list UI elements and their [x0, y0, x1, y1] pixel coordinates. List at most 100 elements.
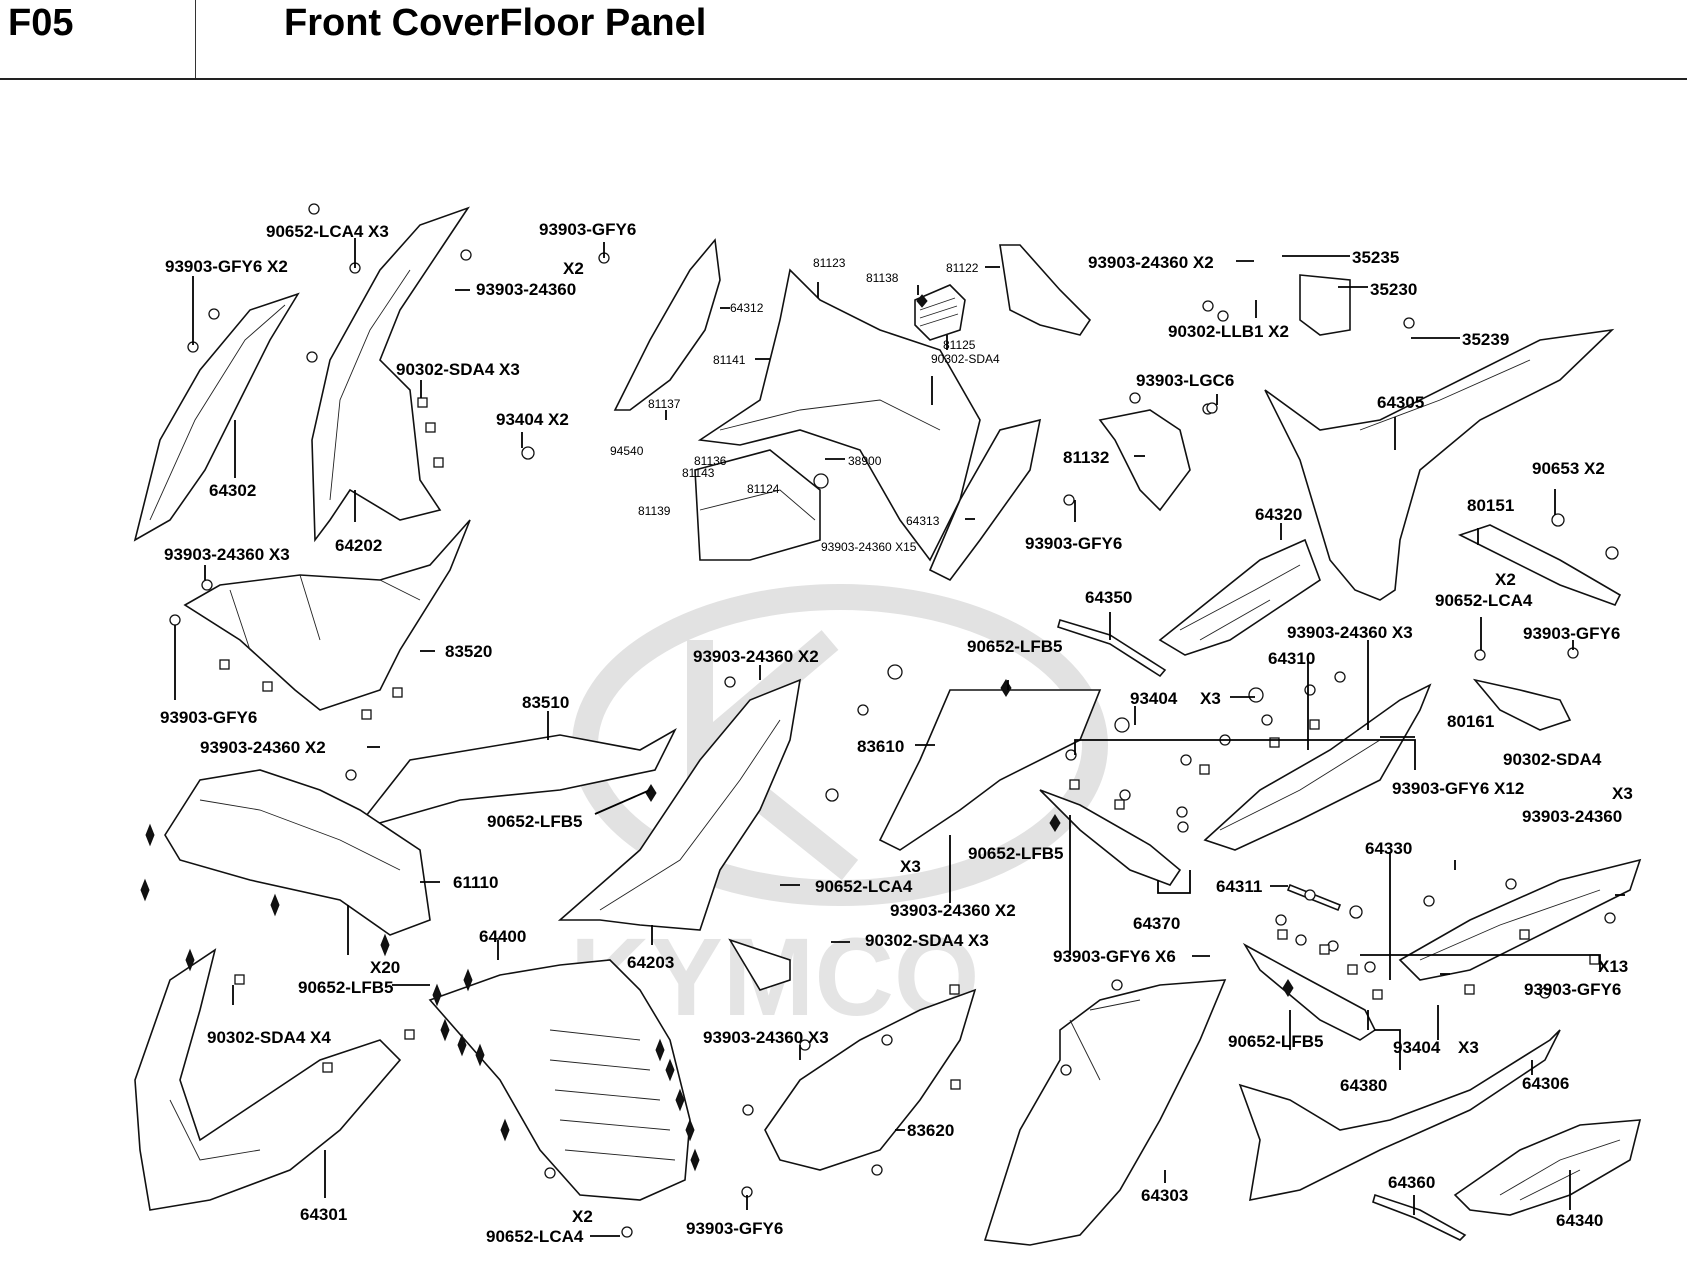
- label-64330[interactable]: 64330: [1365, 839, 1412, 858]
- label-64302[interactable]: 64302: [209, 481, 256, 500]
- label-93903-24360-x3-bottom[interactable]: 93903-24360 X3: [703, 1028, 829, 1047]
- part-83520[interactable]: [183, 519, 471, 711]
- label-90302-sda4-x3-center[interactable]: 90302-SDA4 X3: [865, 931, 989, 950]
- label-83610[interactable]: 83610: [857, 737, 904, 756]
- label-64306[interactable]: 64306: [1522, 1074, 1569, 1093]
- label-93404-x3-b[interactable]: 93404: [1393, 1038, 1441, 1057]
- label-93903-24360-x3-left[interactable]: 93903-24360 X3: [164, 545, 290, 564]
- label-90652-lca4-bottom[interactable]: 90652-LCA4: [486, 1227, 584, 1246]
- label-93903-gfy6-x6[interactable]: 93903-GFY6 X6: [1053, 947, 1176, 966]
- label-64301[interactable]: 64301: [300, 1205, 347, 1224]
- part-81141[interactable]: [697, 268, 981, 562]
- part-80151[interactable]: [1457, 524, 1622, 606]
- label-81125[interactable]: 81125: [943, 338, 976, 352]
- part-35230[interactable]: [1299, 274, 1351, 336]
- label-64370[interactable]: 64370: [1133, 914, 1180, 933]
- label-83510[interactable]: 83510: [522, 693, 569, 712]
- label-64380[interactable]: 64380: [1340, 1076, 1387, 1095]
- label-64203[interactable]: 64203: [627, 953, 674, 972]
- label-93903-gfy6-mid[interactable]: 93903-GFY6: [1025, 534, 1122, 553]
- label-35230[interactable]: 35230: [1370, 280, 1417, 299]
- label-93903-24360-x3-right[interactable]: 93903-24360 X3: [1287, 623, 1413, 642]
- label-81143[interactable]: 81143: [682, 466, 715, 480]
- part-64340[interactable]: [1453, 1119, 1642, 1216]
- label-90652-lca4-right[interactable]: 90652-LCA4: [1435, 591, 1533, 610]
- label-64303[interactable]: 64303: [1141, 1186, 1188, 1205]
- label-64340[interactable]: 64340: [1556, 1211, 1603, 1230]
- part-64202[interactable]: [311, 206, 470, 543]
- label-90652-lfb5-c[interactable]: 90652-LFB5: [968, 844, 1063, 863]
- part-83610[interactable]: [878, 689, 1102, 851]
- label-93903-gfy6-x12[interactable]: 93903-GFY6 X12: [1392, 779, 1524, 798]
- label-93903-24360-x15[interactable]: 93903-24360 X15: [821, 540, 917, 554]
- label-90302-sda4-x3[interactable]: 90302-SDA4 X3: [396, 360, 520, 379]
- part-64305[interactable]: [1264, 328, 1615, 601]
- label-64202[interactable]: 64202: [335, 536, 382, 555]
- label-81136[interactable]: 81136: [694, 454, 727, 468]
- part-83620[interactable]: [764, 988, 977, 1171]
- label-93903-24360-x2-tr[interactable]: 93903-24360 X2: [1088, 253, 1214, 272]
- part-64310[interactable]: [1203, 683, 1432, 851]
- part-64306[interactable]: [1238, 1029, 1561, 1202]
- label-81138[interactable]: 81138: [866, 271, 899, 285]
- label-64320[interactable]: 64320: [1255, 505, 1302, 524]
- label-81132[interactable]: 81132: [1063, 448, 1109, 467]
- part-81122[interactable]: [999, 244, 1092, 336]
- label-81137[interactable]: 81137: [648, 397, 681, 411]
- label-90652-lca4-x3[interactable]: 90652-LCA4 X3: [266, 222, 389, 241]
- label-64313[interactable]: 64313: [906, 514, 940, 528]
- label-80151[interactable]: 80151: [1467, 496, 1514, 515]
- label-81124[interactable]: 81124: [747, 482, 780, 496]
- label-93903-24360-x2-center[interactable]: 93903-24360 X2: [693, 647, 819, 666]
- label-64305[interactable]: 64305: [1377, 393, 1424, 412]
- label-64360[interactable]: 64360: [1388, 1173, 1435, 1192]
- label-93903-gfy6-x2[interactable]: 93903-GFY6 X2: [165, 257, 288, 276]
- part-64203[interactable]: [557, 678, 802, 991]
- label-64312[interactable]: 64312: [730, 301, 764, 315]
- label-64350[interactable]: 64350: [1085, 588, 1132, 607]
- part-64360[interactable]: [1372, 1193, 1467, 1241]
- label-80161[interactable]: 80161: [1447, 712, 1494, 731]
- label-38900[interactable]: 38900: [848, 454, 882, 468]
- label-90652-lfb5-a[interactable]: 90652-LFB5: [487, 812, 582, 831]
- label-64311[interactable]: 64311: [1216, 877, 1262, 896]
- part-81124[interactable]: [694, 449, 821, 561]
- part-64301[interactable]: [134, 948, 402, 1211]
- label-90302-llb1-x2[interactable]: 90302-LLB1 X2: [1168, 322, 1289, 341]
- label-61110[interactable]: 61110: [453, 873, 498, 892]
- label-93903-gfy6-right[interactable]: 93903-GFY6: [1523, 624, 1620, 643]
- label-90652-lca4-center[interactable]: 90652-LCA4: [815, 877, 913, 896]
- label-35239[interactable]: 35239: [1462, 330, 1509, 349]
- part-83510[interactable]: [352, 727, 677, 832]
- label-93903-gfy6-bottom[interactable]: 93903-GFY6: [686, 1219, 783, 1238]
- label-90652-lfb5-x20[interactable]: 90652-LFB5: [298, 978, 393, 997]
- label-93903-24360-right[interactable]: 93903-24360: [1522, 807, 1622, 826]
- label-93903-lgc6[interactable]: 93903-LGC6: [1136, 371, 1234, 390]
- label-93903-24360-x2-lower[interactable]: 93903-24360 X2: [890, 901, 1016, 920]
- part-61110[interactable]: [164, 769, 431, 936]
- label-90653-x2[interactable]: 90653 X2: [1532, 459, 1605, 478]
- label-83620[interactable]: 83620: [907, 1121, 954, 1140]
- label-90302-sda4-right[interactable]: 90302-SDA4: [1503, 750, 1602, 769]
- label-81123[interactable]: 81123: [813, 256, 846, 270]
- label-90652-lfb5-b[interactable]: 90652-LFB5: [967, 637, 1062, 656]
- part-81125[interactable]: [914, 284, 966, 341]
- part-64302[interactable]: [133, 292, 300, 542]
- part-64380[interactable]: [1242, 942, 1377, 1041]
- part-80161[interactable]: [1472, 678, 1572, 731]
- label-93404-x3-a[interactable]: 93404: [1130, 689, 1178, 708]
- part-81132[interactable]: [1098, 409, 1191, 512]
- part-64370[interactable]: [1039, 789, 1182, 886]
- label-90302-sda4-x4[interactable]: 90302-SDA4 X4: [207, 1028, 331, 1047]
- label-93903-24360-x2-left[interactable]: 93903-24360 X2: [200, 738, 326, 757]
- label-93903-gfy6[interactable]: 93903-GFY6: [539, 220, 636, 239]
- label-35235[interactable]: 35235: [1352, 248, 1399, 267]
- part-64313[interactable]: [928, 418, 1042, 582]
- label-64400[interactable]: 64400: [479, 927, 526, 946]
- label-81141[interactable]: 81141: [713, 353, 746, 367]
- label-94540[interactable]: 94540: [610, 444, 644, 458]
- label-90652-lfb5-d[interactable]: 90652-LFB5: [1228, 1032, 1323, 1051]
- part-64303[interactable]: [983, 979, 1227, 1246]
- label-64310[interactable]: 64310: [1268, 649, 1315, 668]
- label-81122[interactable]: 81122: [946, 261, 979, 275]
